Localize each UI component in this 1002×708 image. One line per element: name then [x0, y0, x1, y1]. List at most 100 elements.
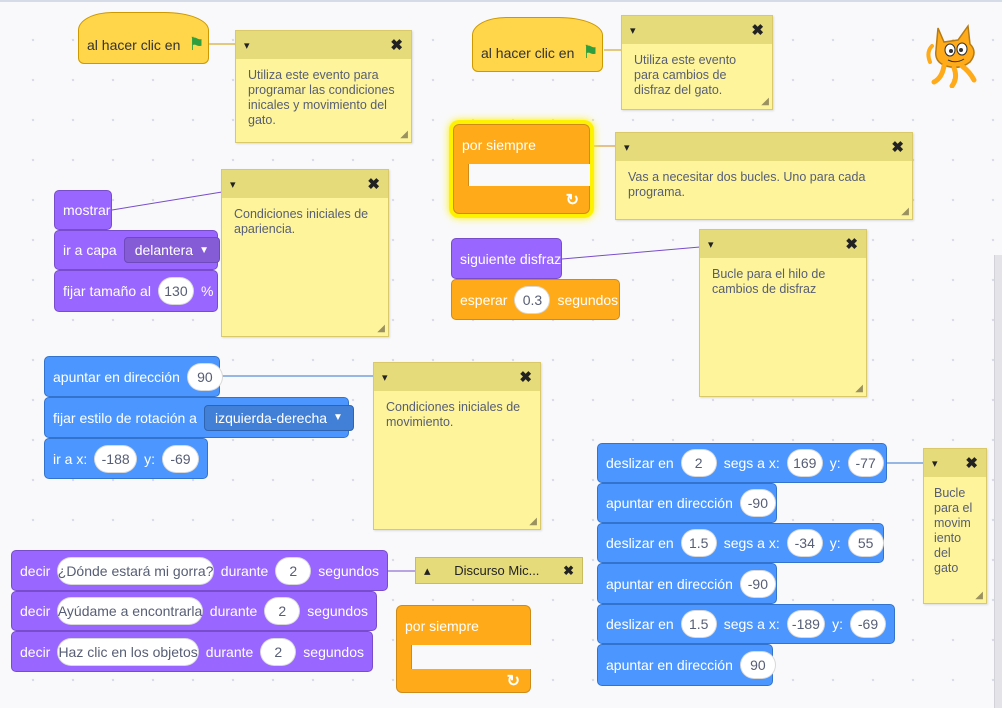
glide-block-2[interactable]: deslizar en 1.5 segs a x: -34 y: 55: [597, 523, 884, 563]
close-icon[interactable]: ✖: [845, 236, 858, 253]
set-rotation-style-block[interactable]: fijar estilo de rotación a izquierda-der…: [44, 397, 354, 438]
scratch-cat-sprite[interactable]: [924, 22, 984, 88]
point-in-direction-block-2[interactable]: apuntar en dirección -90: [597, 563, 777, 604]
secs-input[interactable]: 2: [275, 556, 312, 585]
resize-handle-icon[interactable]: ◢: [377, 323, 385, 334]
say-block-3[interactable]: decir Haz clic en los objetos durante 2 …: [11, 631, 373, 672]
collapse-icon[interactable]: ▾: [932, 457, 938, 470]
when-flag-clicked-hat-2[interactable]: al hacer clic en ⚑: [472, 17, 603, 72]
forever-bottom[interactable]: ↻: [396, 669, 531, 693]
close-icon[interactable]: ✖: [965, 455, 978, 472]
glide-block-3[interactable]: deslizar en 1.5 segs a x: -189 y: -69: [597, 604, 895, 644]
y-input[interactable]: -69: [161, 444, 199, 473]
collapsed-comment[interactable]: ▴ Discurso Mic... ✖: [415, 557, 583, 584]
comment-note-7[interactable]: ▾ ✖ Bucle para el movim iento del gato ◢: [923, 448, 987, 604]
point-in-direction-block-1[interactable]: apuntar en dirección -90: [597, 483, 777, 523]
comment-note-2[interactable]: ▾ ✖ Utiliza este evento para cambios de …: [621, 15, 773, 110]
comment-note-5[interactable]: ▾ ✖ Bucle para el hilo de cambios de dis…: [699, 229, 867, 397]
expand-icon[interactable]: ▴: [424, 562, 431, 578]
secs-input[interactable]: 2: [260, 637, 297, 666]
comment-note-3[interactable]: ▾ ✖ Vas a necesitar dos bucles. Uno para…: [615, 132, 913, 220]
secs-input[interactable]: 2: [264, 597, 301, 625]
y-input[interactable]: 55: [847, 529, 884, 557]
comment-header[interactable]: ▾ ✖: [924, 449, 986, 477]
message-input[interactable]: ¿Dónde estará mi gorra?: [57, 556, 214, 585]
forever-top[interactable]: por siempre: [396, 605, 531, 645]
direction-input[interactable]: 90: [186, 362, 223, 391]
size-input[interactable]: 130: [157, 277, 194, 305]
comment-header[interactable]: ▾ ✖: [236, 31, 411, 59]
collapse-icon[interactable]: ▾: [244, 39, 250, 52]
comment-header[interactable]: ▾ ✖: [374, 363, 540, 391]
close-icon[interactable]: ✖: [390, 37, 403, 54]
comment-header[interactable]: ▾ ✖: [616, 133, 912, 161]
comment-header[interactable]: ▾ ✖: [622, 16, 772, 44]
direction-input[interactable]: -90: [739, 569, 776, 598]
comment-text[interactable]: Utiliza este evento para cambios de disf…: [634, 53, 737, 97]
resize-handle-icon[interactable]: ◢: [975, 590, 983, 601]
comment-text[interactable]: Condiciones iniciales de apariencia.: [234, 207, 369, 236]
forever-bottom[interactable]: ↻: [453, 186, 590, 214]
comment-note-6[interactable]: ▾ ✖ Condiciones iniciales de movimiento.…: [373, 362, 541, 530]
say-block-2[interactable]: decir Ayúdame a encontrarla durante 2 se…: [11, 591, 377, 631]
x-input[interactable]: -34: [786, 529, 823, 557]
point-label: apuntar en dirección: [606, 657, 733, 673]
y-input[interactable]: -69: [850, 610, 886, 638]
close-icon[interactable]: ✖: [751, 22, 764, 39]
close-icon[interactable]: ✖: [891, 139, 904, 156]
resize-handle-icon[interactable]: ◢: [855, 383, 863, 394]
resize-handle-icon[interactable]: ◢: [400, 129, 408, 140]
comment-header[interactable]: ▾ ✖: [700, 230, 866, 258]
rotation-dropdown[interactable]: izquierda-derecha ▼: [203, 404, 354, 431]
comment-note-4[interactable]: ▾ ✖ Condiciones iniciales de apariencia.…: [221, 169, 389, 337]
secs-input[interactable]: 2: [680, 449, 717, 477]
forever-top[interactable]: por siempre: [453, 124, 590, 164]
x-input[interactable]: -189: [786, 610, 826, 638]
collapse-icon[interactable]: ▾: [624, 141, 630, 154]
wait-block[interactable]: esperar 0.3 segundos: [451, 279, 620, 320]
go-to-layer-block[interactable]: ir a capa delantera ▼: [54, 230, 220, 270]
comment-note-1[interactable]: ▾ ✖ Utiliza este evento para programar l…: [235, 30, 412, 143]
next-costume-block[interactable]: siguiente disfraz: [451, 238, 562, 279]
layer-dropdown[interactable]: delantera ▼: [123, 237, 220, 263]
x-input[interactable]: -188: [94, 444, 138, 473]
comment-header[interactable]: ▾ ✖: [222, 170, 388, 198]
resize-handle-icon[interactable]: ◢: [529, 516, 537, 527]
direction-input[interactable]: 90: [739, 651, 776, 679]
comment-text[interactable]: Utiliza este evento para programar las c…: [248, 68, 395, 127]
message-input[interactable]: Haz clic en los objetos: [57, 637, 199, 666]
show-block[interactable]: mostrar: [54, 190, 112, 230]
comment-text[interactable]: Bucle para el hilo de cambios de disfraz: [712, 267, 826, 296]
wait-input[interactable]: 0.3: [514, 285, 551, 314]
collapse-icon[interactable]: ▾: [230, 178, 236, 191]
close-icon[interactable]: ✖: [563, 562, 574, 578]
secs-input[interactable]: 1.5: [680, 610, 717, 638]
vertical-scrollbar[interactable]: [994, 255, 1002, 708]
message-input[interactable]: Ayúdame a encontrarla: [57, 597, 203, 625]
glide-block-1[interactable]: deslizar en 2 segs a x: 169 y: -77: [597, 443, 887, 483]
collapse-icon[interactable]: ▾: [630, 24, 636, 37]
comment-text[interactable]: Vas a necesitar dos bucles. Uno para cad…: [628, 170, 866, 199]
go-to-xy-block[interactable]: ir a x: -188 y: -69: [44, 438, 208, 479]
resize-handle-icon[interactable]: ◢: [901, 206, 909, 217]
comment-text[interactable]: Bucle para el movim iento del gato: [934, 486, 973, 575]
secs-input[interactable]: 1.5: [680, 529, 717, 557]
direction-input[interactable]: -90: [739, 489, 776, 517]
y-input[interactable]: -77: [847, 449, 884, 477]
point-in-direction-block[interactable]: apuntar en dirección 90: [44, 356, 223, 397]
comment-text[interactable]: Condiciones iniciales de movimiento.: [386, 400, 521, 429]
x-input[interactable]: 169: [786, 449, 823, 477]
forever-loop-1[interactable]: por siempre ↻: [453, 124, 590, 214]
close-icon[interactable]: ✖: [519, 369, 532, 386]
resize-handle-icon[interactable]: ◢: [761, 96, 769, 107]
close-icon[interactable]: ✖: [367, 176, 380, 193]
set-size-block[interactable]: fijar tamaño al 130 %: [54, 270, 218, 312]
say-block-1[interactable]: decir ¿Dónde estará mi gorra? durante 2 …: [11, 550, 388, 591]
forever-loop-2[interactable]: por siempre ↻: [396, 605, 531, 693]
when-flag-clicked-hat-1[interactable]: al hacer clic en ⚑: [78, 12, 209, 64]
y-label: y:: [829, 535, 841, 551]
point-in-direction-block-3[interactable]: apuntar en dirección 90: [597, 644, 776, 686]
point-label: apuntar en dirección: [53, 368, 180, 385]
collapse-icon[interactable]: ▾: [708, 238, 714, 251]
collapse-icon[interactable]: ▾: [382, 371, 388, 384]
